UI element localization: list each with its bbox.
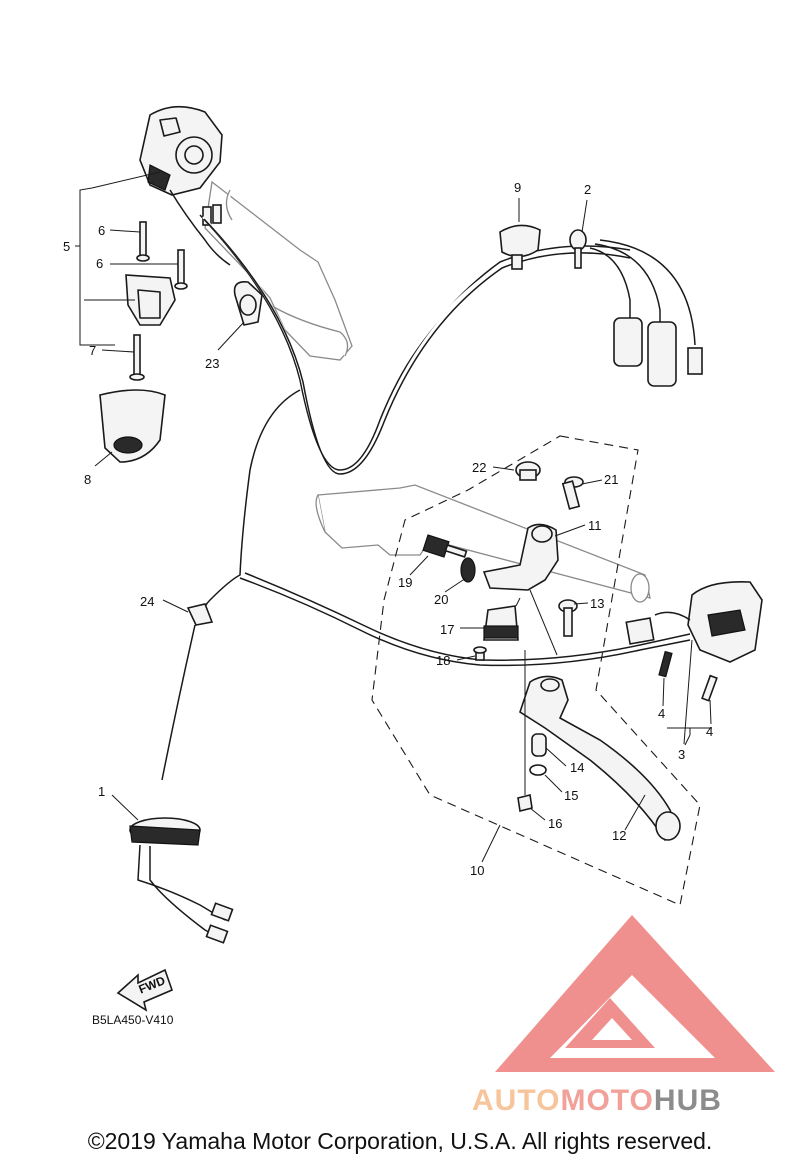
callout-14: 14: [570, 760, 584, 775]
cable-connectors: [589, 239, 703, 387]
screw-4-right: [701, 674, 718, 702]
callout-6-upper: 6: [98, 223, 105, 238]
cable-clamp-9: [499, 224, 541, 270]
copyright-notice: ©2019 Yamaha Motor Corporation, U.S.A. A…: [87, 1128, 713, 1154]
callout-16: 16: [548, 816, 562, 831]
callout-11: 11: [588, 518, 602, 533]
callout-8: 8: [84, 472, 91, 487]
cap-22: [515, 461, 541, 481]
callouts: 1 2 3 4 4 5 6 6 7 8 9 10 11 12 13 14 15 …: [63, 180, 713, 878]
adjuster-19: [422, 534, 468, 558]
callout-24: 24: [140, 594, 154, 609]
cable-band-1: [129, 624, 234, 944]
callout-4-right: 4: [706, 724, 713, 739]
screw-6-lower: [174, 249, 188, 290]
watermark-word-moto: MOTO: [560, 1084, 654, 1117]
clamp-23: [233, 280, 263, 326]
switch-lower-half: [125, 274, 176, 326]
callout-2: 2: [584, 182, 591, 197]
callout-15: 15: [564, 788, 578, 803]
bolt-13: [558, 599, 578, 637]
right-handlebar-switch: [625, 580, 763, 663]
leader-lines: [75, 171, 712, 863]
callout-17: 17: [440, 622, 454, 637]
gear-20: [460, 557, 476, 583]
screw-18: [473, 646, 487, 661]
callout-5: 5: [63, 239, 70, 254]
callout-3: 3: [678, 747, 685, 762]
watermark-logo: [495, 915, 775, 1072]
clutch-lever-12: [519, 675, 681, 842]
bracket-17: [483, 605, 519, 641]
callout-4-left: 4: [658, 706, 665, 721]
cable-tie-2: [569, 229, 587, 269]
bolt-21: [561, 476, 584, 510]
spacer-14: [531, 733, 547, 757]
lever-holder-11: [482, 523, 559, 591]
watermark-word-auto: AUTO: [472, 1084, 561, 1117]
callout-7: 7: [89, 343, 96, 358]
callout-1: 1: [98, 784, 105, 799]
handlebar-right-ghost: [315, 484, 651, 603]
callout-6-lower: 6: [96, 256, 103, 271]
grommet-8: [99, 389, 166, 463]
callout-13: 13: [590, 596, 604, 611]
callout-10: 10: [470, 863, 484, 878]
callout-19: 19: [398, 575, 412, 590]
nut-16: [517, 794, 533, 812]
lever-assembly-boundary: [371, 435, 701, 906]
callout-9: 9: [514, 180, 521, 195]
left-cable-run: [202, 389, 691, 667]
callout-12: 12: [612, 828, 626, 843]
screw-6-upper: [136, 221, 150, 262]
diagram-code: B5LA450-V410: [92, 1013, 174, 1027]
left-handlebar-switch: [139, 105, 231, 266]
callout-23: 23: [205, 356, 219, 371]
washer-15: [529, 764, 547, 776]
cable-guide-24: [186, 603, 214, 626]
callout-21: 21: [604, 472, 618, 487]
callout-20: 20: [434, 592, 448, 607]
fwd-arrow: FWD: [116, 968, 174, 1012]
screw-4-left: [658, 650, 673, 678]
handlebar-left-ghost: [204, 180, 353, 361]
screw-7: [129, 334, 145, 381]
watermark-wordmark: AUTOMOTOHUB: [472, 1084, 722, 1118]
watermark-word-hub: HUB: [653, 1084, 722, 1117]
callout-18: 18: [436, 653, 450, 668]
callout-22: 22: [472, 460, 486, 475]
